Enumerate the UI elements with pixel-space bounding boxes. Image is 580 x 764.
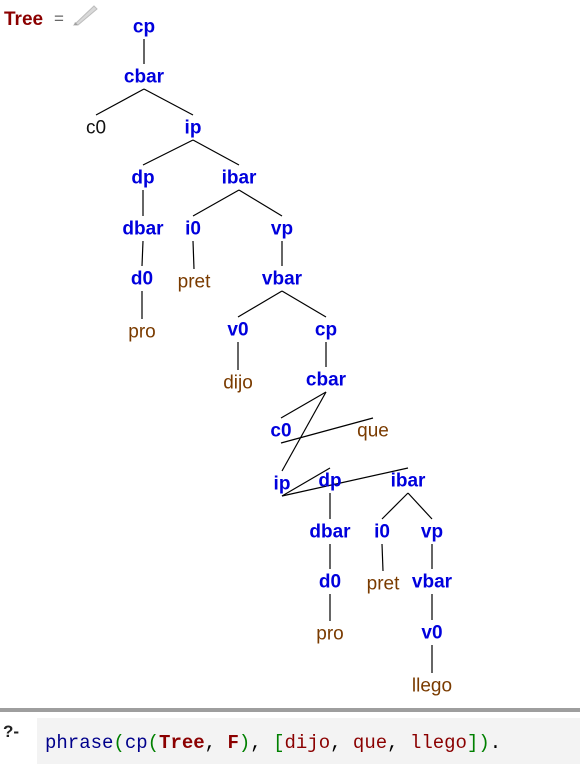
query-token: [ bbox=[273, 732, 285, 754]
tree-node-label: ibar bbox=[222, 168, 257, 189]
tree-node-label: vbar bbox=[412, 572, 453, 593]
query-panel: ?- phrase(cp(Tree, F), [dijo, que, llego… bbox=[0, 712, 580, 764]
query-token: , bbox=[330, 732, 353, 754]
tree-edge bbox=[281, 467, 331, 497]
query-token: . bbox=[489, 732, 502, 754]
panel-separator bbox=[0, 708, 580, 712]
tree-node-label: vbar bbox=[262, 269, 303, 290]
tree-node-label: d0 bbox=[131, 269, 153, 290]
tree-node-label: dp bbox=[131, 168, 154, 189]
tree-edge bbox=[281, 391, 327, 472]
query-token: , bbox=[250, 732, 274, 754]
query-token: ] bbox=[466, 732, 479, 754]
tree-leaf-word: pro bbox=[128, 322, 155, 343]
query-token: Tree bbox=[159, 732, 205, 754]
tree-edge bbox=[95, 88, 145, 116]
tree-node-label: i0 bbox=[374, 522, 390, 543]
query-token: ) bbox=[478, 732, 490, 754]
tree-node-label: dp bbox=[318, 471, 341, 492]
tree-node-label: cbar bbox=[124, 67, 165, 88]
tree-edge bbox=[280, 417, 374, 444]
tree-leaf-word: pro bbox=[316, 624, 343, 645]
query-token: F bbox=[227, 732, 239, 754]
tree-node-label: c0 bbox=[270, 421, 291, 442]
tree-node-label: cp bbox=[315, 320, 337, 341]
tree-node-label: vp bbox=[421, 522, 443, 543]
tree-edge bbox=[143, 88, 194, 116]
pencil-icon[interactable] bbox=[72, 4, 98, 26]
tree-edge bbox=[192, 139, 240, 166]
tree-node-label: ibar bbox=[391, 471, 426, 492]
query-token: cp bbox=[124, 732, 148, 754]
query-token: phrase bbox=[45, 732, 114, 754]
tree-node-label: dbar bbox=[309, 522, 351, 543]
query-prompt: ?- bbox=[3, 722, 20, 741]
tree-edge bbox=[281, 290, 327, 318]
tree-edge bbox=[381, 492, 409, 520]
tree-node-label: ip bbox=[185, 118, 202, 139]
tree-edge bbox=[192, 240, 195, 270]
tree-node-label: cbar bbox=[306, 370, 347, 391]
query-token: ) bbox=[238, 732, 251, 754]
tree-edge bbox=[281, 467, 409, 497]
query-input[interactable]: phrase(cp(Tree, F), [dijo, que, llego]). bbox=[37, 718, 580, 764]
tree-node-label: v0 bbox=[421, 623, 442, 644]
tree-node-label: c0 bbox=[86, 118, 106, 139]
tree-leaf-word: que bbox=[357, 421, 389, 442]
tree-edge bbox=[192, 189, 240, 217]
tree-node-label: dbar bbox=[122, 219, 164, 240]
query-token: que bbox=[352, 732, 388, 754]
tree-node-label: vp bbox=[271, 219, 293, 240]
tree-node-label: cp bbox=[133, 17, 155, 38]
query-token: ( bbox=[147, 732, 160, 754]
tree-node-label: ip bbox=[274, 474, 291, 495]
tree-edge bbox=[280, 391, 327, 419]
tree-edge bbox=[381, 543, 384, 572]
parse-tree: cp cbar c0 ip dp dbar d0 pro ibar i0 pret vp vbar v0 d… bbox=[86, 17, 453, 697]
tree-edge bbox=[237, 290, 283, 318]
query-token: llego bbox=[409, 732, 467, 754]
query-token: dijo bbox=[284, 732, 331, 754]
equals-sign: = bbox=[54, 9, 64, 28]
answer-panel: Tree = cp cbar c0 ip dp dbar d0 pro ibar i0 pret vp… bbox=[4, 4, 453, 697]
tree-leaf-word: dijo bbox=[223, 373, 253, 394]
result-variable-name: Tree bbox=[4, 9, 44, 30]
tree-edge bbox=[141, 240, 144, 267]
query-text[interactable]: phrase(cp(Tree, F), [dijo, que, llego]). bbox=[45, 732, 501, 754]
tree-leaf-word: pret bbox=[367, 574, 400, 595]
query-token: , bbox=[204, 732, 228, 754]
tree-node-label: v0 bbox=[227, 320, 248, 341]
tree-leaf-word: llego bbox=[412, 676, 452, 697]
query-token: , bbox=[387, 732, 410, 754]
tree-leaf-word: pret bbox=[178, 272, 211, 293]
tree-edge bbox=[238, 189, 283, 217]
tree-edge bbox=[407, 492, 433, 520]
tree-node-label: i0 bbox=[185, 219, 201, 240]
query-token: ( bbox=[113, 732, 125, 754]
tree-node-label: d0 bbox=[319, 572, 341, 593]
tree-edge bbox=[142, 139, 194, 166]
